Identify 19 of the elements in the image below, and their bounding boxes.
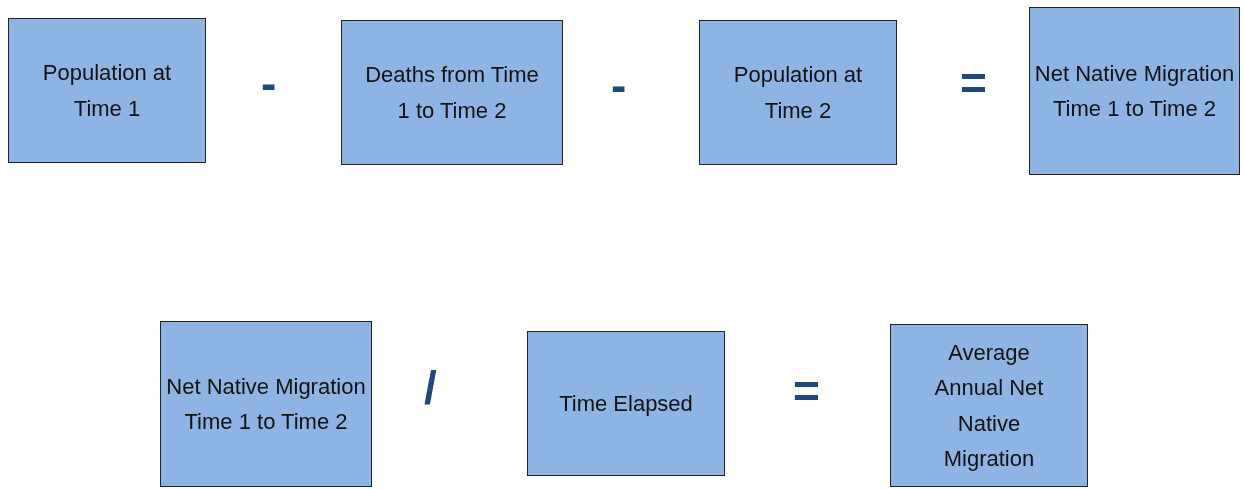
process-box: [699, 20, 897, 165]
process-box: [8, 18, 206, 163]
operator-sign: -: [611, 62, 627, 108]
operator-sign: =: [793, 368, 820, 414]
operator-sign: -: [261, 60, 277, 106]
box-label: Time Elapsed: [559, 389, 693, 418]
process-box: [527, 331, 725, 476]
process-box: [890, 324, 1088, 487]
box-label: Net Native Migration Time 1 to Time 2: [166, 372, 366, 436]
box-label: Average Annual Net Native Migration: [933, 339, 1045, 473]
process-box: [160, 321, 372, 487]
operator-sign: /: [424, 365, 437, 411]
box-label: Deaths from Time 1 to Time 2: [364, 61, 540, 125]
process-box: [1029, 7, 1240, 175]
box-label: Population at Time 2: [732, 61, 864, 125]
box-label: Net Native Migration Time 1 to Time 2: [1034, 59, 1235, 123]
box-label: Population at Time 1: [41, 59, 173, 123]
process-box: [341, 20, 563, 165]
operator-sign: =: [960, 60, 987, 106]
